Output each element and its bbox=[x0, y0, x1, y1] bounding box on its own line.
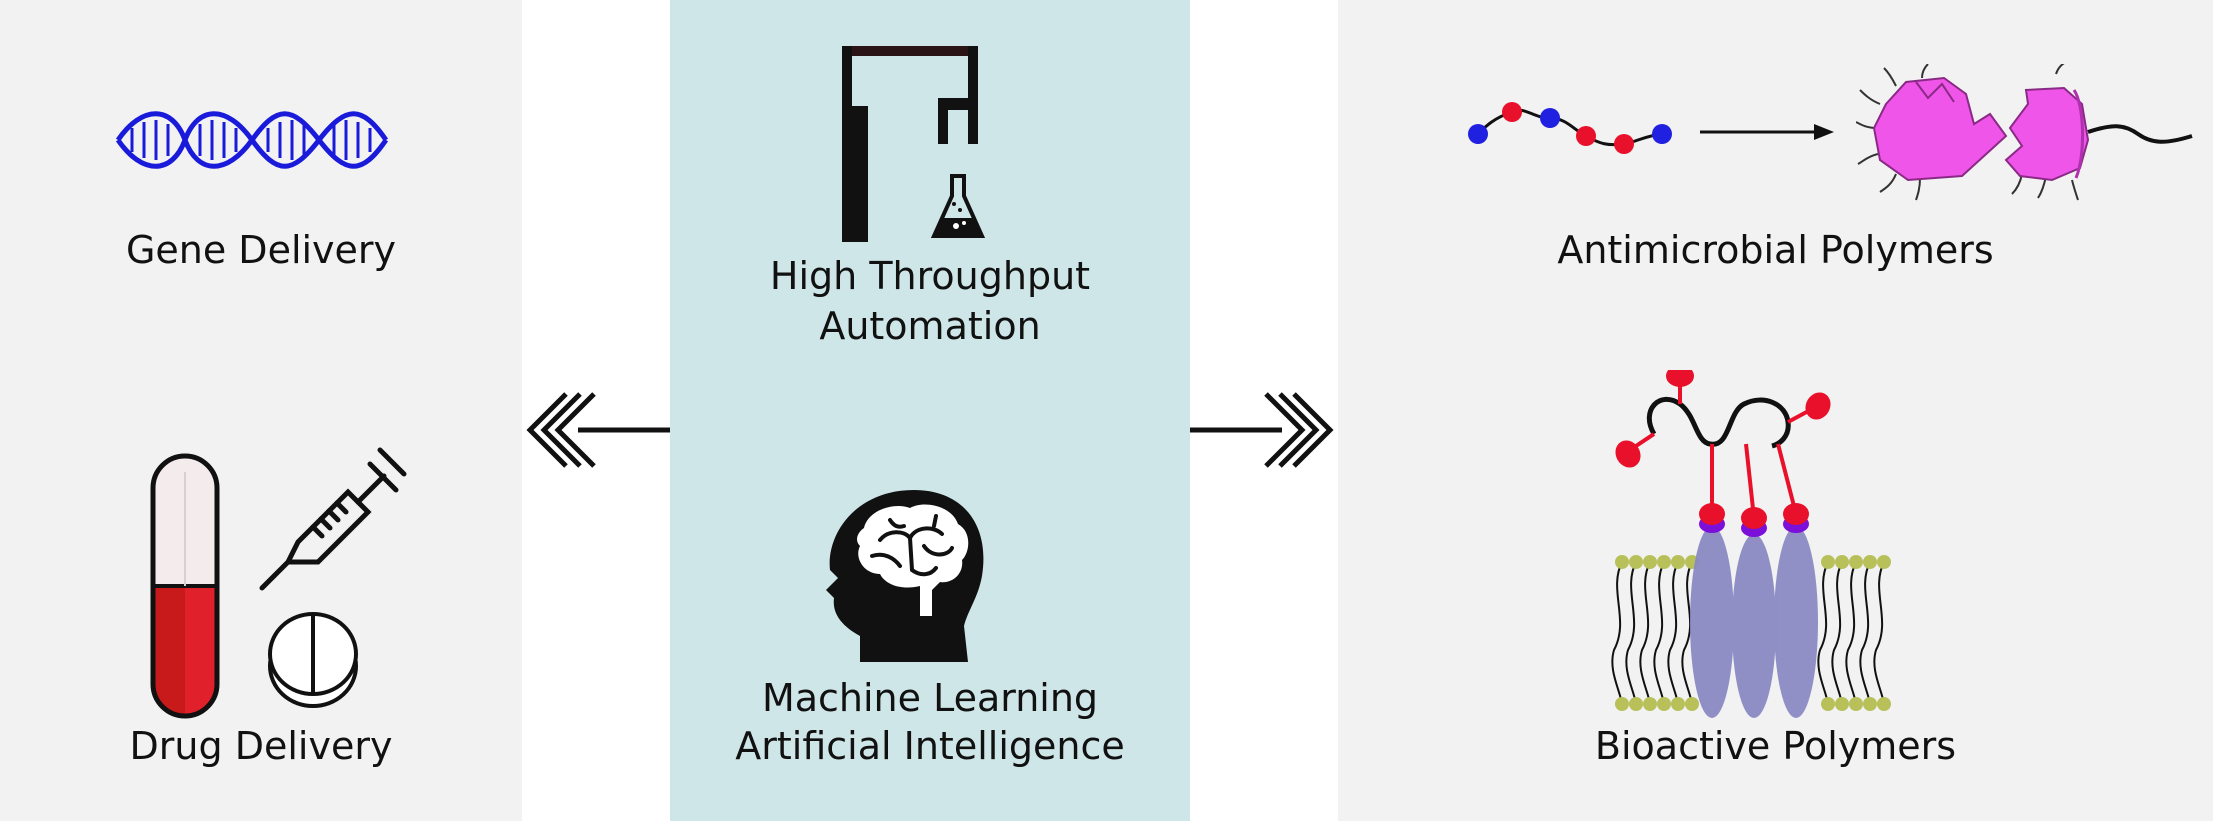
antimicrobial-label: Antimicrobial Polymers bbox=[1557, 228, 1994, 272]
automation-label-line2: Automation bbox=[819, 304, 1041, 348]
ml-label-line1: Machine Learning bbox=[761, 676, 1099, 720]
dna-helix-icon bbox=[115, 111, 389, 169]
bioactive-membrane-icon bbox=[1611, 370, 1891, 718]
triple-arrow-right-icon bbox=[1190, 392, 1334, 468]
flask-icon bbox=[930, 174, 986, 238]
left-panel bbox=[0, 0, 522, 821]
capsule-icon bbox=[150, 453, 220, 719]
polymer-chain-icon bbox=[1468, 102, 1672, 154]
bacteria-lysis-icon bbox=[1856, 64, 2193, 201]
brain-head-icon bbox=[826, 490, 984, 662]
robotic-arm-icon bbox=[842, 46, 978, 242]
triple-arrow-left-icon bbox=[526, 392, 670, 468]
bioactive-label: Bioactive Polymers bbox=[1594, 724, 1957, 768]
syringe-icon bbox=[259, 447, 407, 591]
pill-tablet-icon bbox=[268, 612, 358, 708]
automation-label-line1: High Throughput bbox=[769, 254, 1091, 298]
ml-label-line2: Artificial Intelligence bbox=[735, 724, 1125, 768]
drug-delivery-label: Drug Delivery bbox=[129, 724, 393, 768]
gene-delivery-label: Gene Delivery bbox=[125, 228, 397, 272]
reaction-arrow-icon bbox=[1700, 124, 1834, 140]
center-panel bbox=[670, 0, 1190, 821]
